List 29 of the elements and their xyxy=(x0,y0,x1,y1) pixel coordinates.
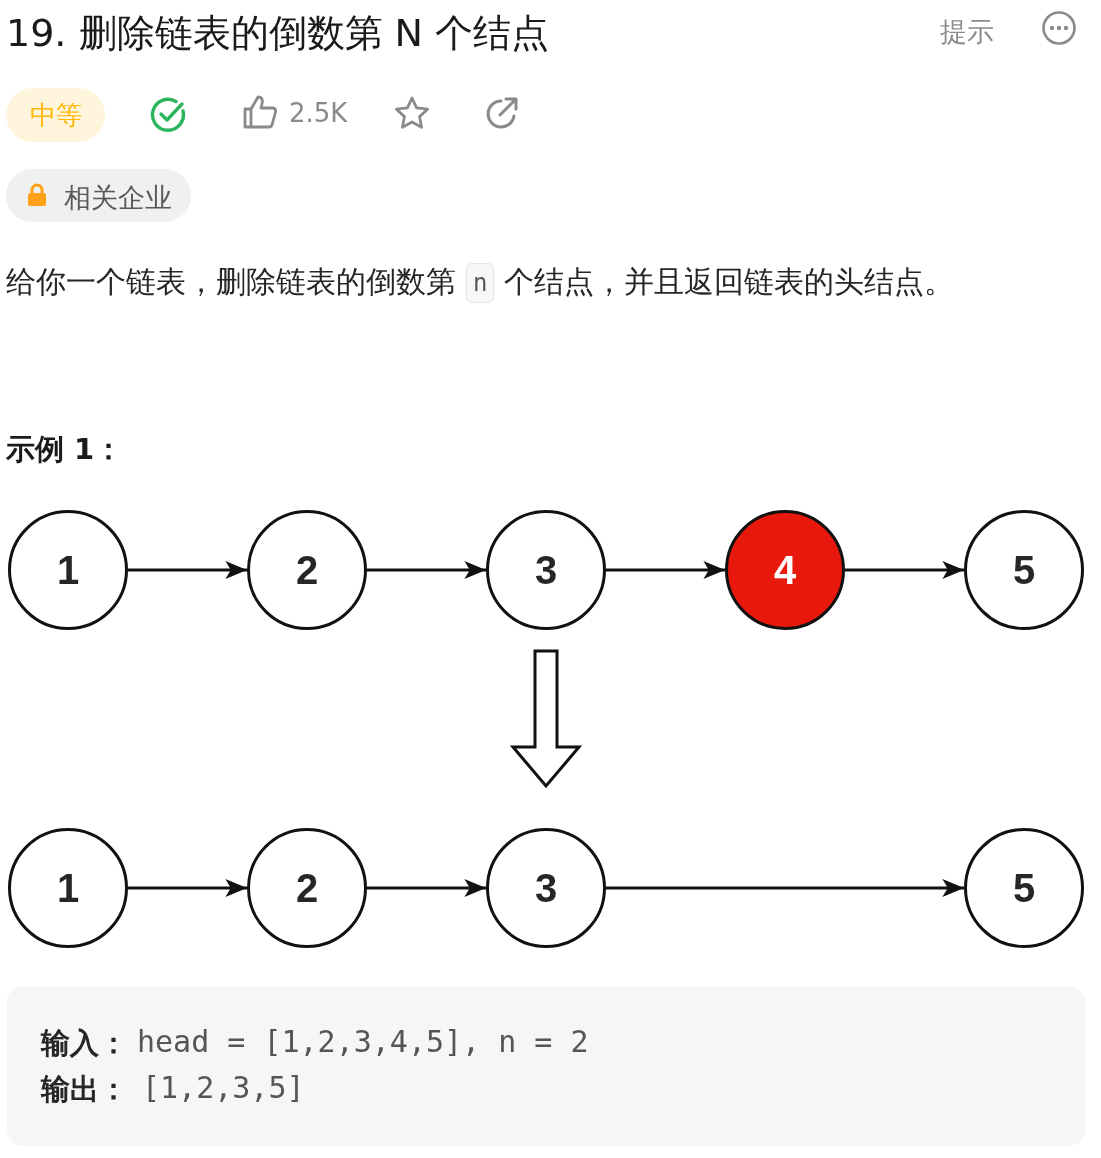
arrow xyxy=(845,561,964,579)
list-node-circle: 3 xyxy=(486,510,606,630)
example-heading: 示例 1： xyxy=(6,431,124,468)
arrow xyxy=(367,879,486,897)
arrow xyxy=(367,561,486,579)
tag-text: 相关企业 xyxy=(64,181,172,215)
list-node-circle: 5 xyxy=(964,828,1084,948)
list-node-circle: 5 xyxy=(964,510,1084,630)
list-node-circle: 2 xyxy=(247,510,367,630)
code-text: head = [1,2,3,4,5], n = 2 xyxy=(137,1024,589,1059)
list-node-circle: 2 xyxy=(247,828,367,948)
inline-code: n xyxy=(466,262,495,303)
field-label: 输入： xyxy=(41,1025,128,1062)
difficulty-badge: 中等 xyxy=(6,88,105,142)
list-node-circle: 4 xyxy=(725,510,845,630)
hint-link: 提示 xyxy=(940,15,994,49)
arrow xyxy=(606,879,964,897)
description-text: 给你一个链表，删除链表的倒数第 xyxy=(6,263,456,301)
field-label: 输出： xyxy=(41,1071,128,1108)
page-title: 19. 删除链表的倒数第 N 个结点 xyxy=(6,10,550,57)
arrow xyxy=(128,879,247,897)
arrow xyxy=(128,561,247,579)
description-text: 个结点，并且返回链表的头结点。 xyxy=(504,263,955,301)
arrow xyxy=(606,561,725,579)
list-node-circle: 1 xyxy=(8,828,128,948)
like-count: 2.5K xyxy=(289,98,348,128)
code-text: [1,2,3,5] xyxy=(142,1070,305,1105)
list-node-circle: 1 xyxy=(8,510,128,630)
list-node-circle: 3 xyxy=(486,828,606,948)
